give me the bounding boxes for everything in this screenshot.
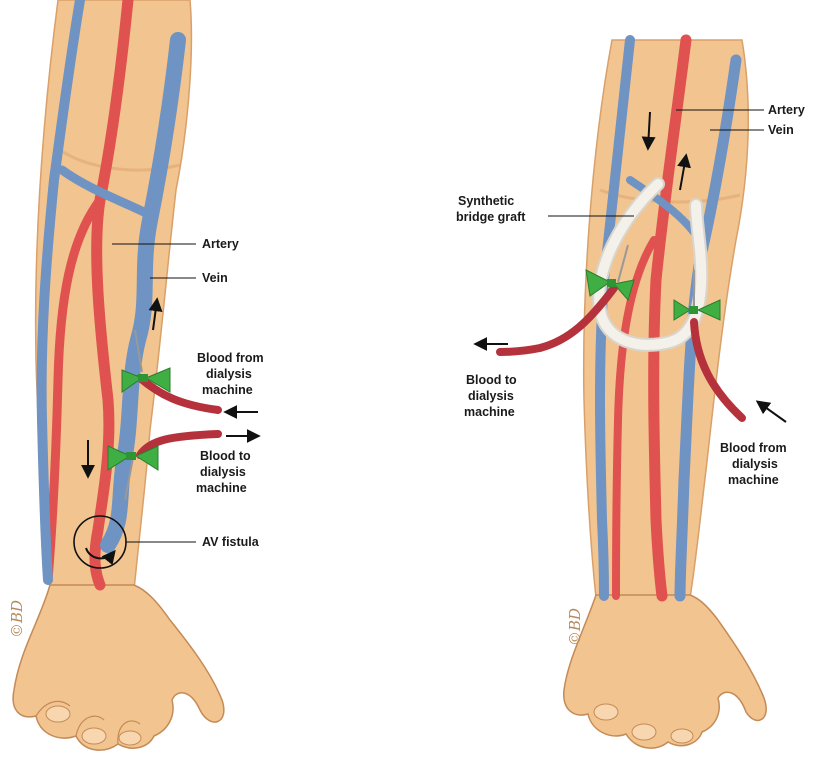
left-vein-label: Vein [202,271,228,285]
right-arrow-in [758,402,786,422]
right-blood-to-label-3: machine [464,405,515,419]
left-blood-to-label-1: Blood to [200,449,251,463]
left-av-fistula-label: AV fistula [202,535,260,549]
left-blood-from-label-2: dialysis [206,367,252,381]
left-blood-to-label-3: machine [196,481,247,495]
right-blood-to-label-2: dialysis [468,389,514,403]
right-graft-label-2: bridge graft [456,210,526,224]
right-graft-label-1: Synthetic [458,194,514,208]
right-blood-from-label-1: Blood from [720,441,787,455]
left-artery-label: Artery [202,237,239,251]
left-blood-from-label-1: Blood from [197,351,264,365]
left-blood-from-label-3: machine [202,383,253,397]
right-artery-label: Artery [768,103,805,117]
right-blood-from-label-2: dialysis [732,457,778,471]
right-arm-illustration: ©BD [476,40,786,748]
left-hand [13,585,224,750]
right-hand [564,595,766,748]
right-blood-to-label-1: Blood to [466,373,517,387]
signature-right: ©BD [566,608,584,646]
signature-left: ©BD [8,600,26,638]
right-vein-label: Vein [768,123,794,137]
left-blood-to-label-2: dialysis [200,465,246,479]
right-blood-from-label-3: machine [728,473,779,487]
